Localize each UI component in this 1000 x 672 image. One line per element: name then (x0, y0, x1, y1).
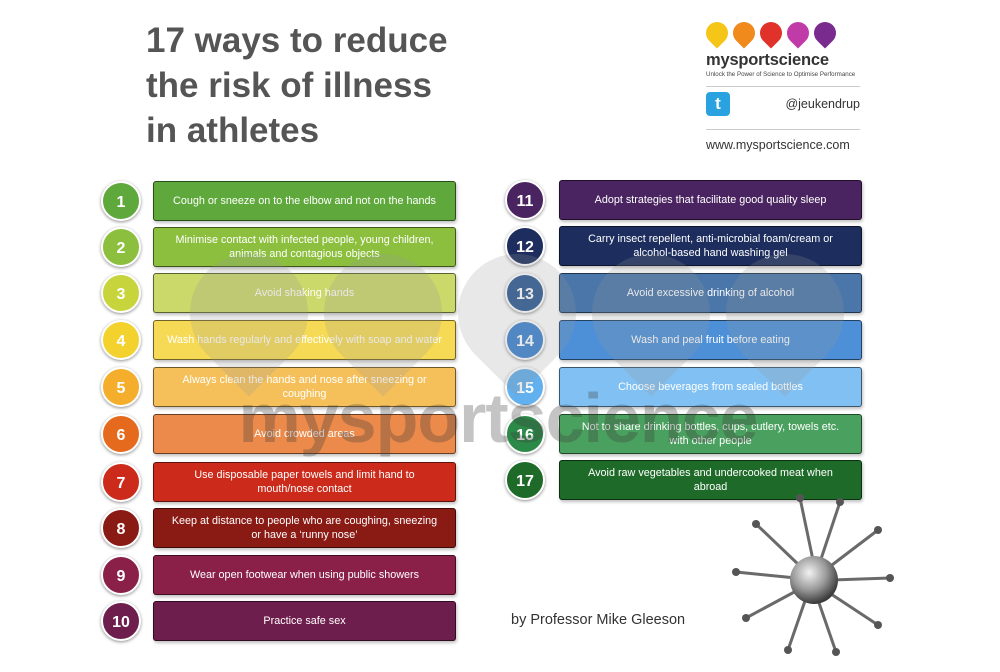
tip-row: 8 Keep at distance to people who are coug… (0, 508, 1000, 548)
tip-text-bar: Cough or sneeze on to the elbow and not … (153, 181, 456, 221)
tip-number-badge: 11 (505, 180, 545, 220)
tip-row: 16 Not to share drinking bottles, cups, c… (0, 414, 1000, 454)
page-title: 17 ways to reduce the risk of illness in… (146, 18, 566, 153)
tip-text-bar: Always clean the hands and nose after sn… (153, 367, 456, 407)
tip-text: Wear open footwear when using public sho… (189, 569, 420, 581)
tip-text-bar: Not to share drinking bottles, cups, cut… (559, 414, 862, 454)
tip-text-bar: Adopt strategies that facilitate good qu… (559, 180, 862, 220)
tip-text: Wash and peal fruit before eating (631, 334, 790, 346)
tip-row: 3 Avoid shaking hands (0, 273, 1000, 313)
tip-number-badge: 14 (505, 320, 545, 360)
tip-text-bar: Practice safe sex (153, 601, 456, 641)
tip-number-badge: 13 (505, 273, 545, 313)
title-line-2: the risk of illness (146, 66, 432, 105)
tip-row: 17 Avoid raw vegetables and undercooked m… (0, 460, 1000, 500)
tip-text: Cough or sneeze on to the elbow and not … (173, 195, 436, 207)
tip-row: 15 Choose beverages from sealed bottles (0, 367, 1000, 407)
title-line-1: 17 ways to reduce (146, 21, 448, 60)
tip-number-badge: 5 (101, 367, 141, 407)
brand-block: mysportscience Unlock the Power of Scien… (701, 17, 860, 152)
brand-name: mysportscience (706, 51, 829, 69)
tip-text: Minimise contact with infected people, y… (175, 234, 434, 260)
tip-row: 5 Always clean the hands and nose after s… (0, 367, 1000, 407)
tip-text: Avoid excessive drinking of alcohol (626, 287, 795, 299)
title-line-3: in athletes (146, 111, 320, 150)
tip-row: 6 Avoid crowded areas (0, 414, 1000, 454)
tip-text: Avoid crowded areas (254, 428, 355, 440)
tip-number-badge: 10 (101, 601, 141, 641)
brand-tagline: Unlock the Power of Science to Optimise … (706, 71, 856, 78)
tip-number-badge: 3 (101, 273, 141, 313)
tip-row: 11 Adopt strategies that facilitate good … (0, 180, 1000, 220)
brand-drop-2 (728, 17, 760, 49)
tip-row: 2 Minimise contact with infected people, … (0, 227, 1000, 267)
tip-row: 4 Wash hands regularly and effectively wi… (0, 320, 1000, 360)
tip-number-badge: 9 (101, 555, 141, 595)
tip-number-badge: 15 (505, 367, 545, 407)
twitter-handle[interactable]: @jeukendrup (785, 97, 860, 111)
author-credit: by Professor Mike Gleeson (511, 612, 686, 628)
tip-text-bar: Choose beverages from sealed bottles (559, 367, 862, 407)
tip-number-badge: 6 (101, 414, 141, 454)
tip-number-badge: 4 (101, 320, 141, 360)
tip-text-bar: Avoid crowded areas (153, 414, 456, 454)
tip-text: Avoid shaking hands (254, 287, 355, 299)
tip-row: 13 Avoid excessive drinking of alcohol (0, 273, 1000, 313)
tip-row: 7 Use disposable paper towels and limit h… (0, 462, 1000, 502)
tip-row: 9 Wear open footwear when using public sh… (0, 555, 1000, 595)
tip-text-bar: Wear open footwear when using public sho… (153, 555, 456, 595)
tip-text: Use disposable paper towels and limit ha… (194, 469, 415, 495)
tip-text: Adopt strategies that facilitate good qu… (594, 194, 827, 206)
tip-text: Always clean the hands and nose after sn… (182, 374, 427, 400)
brand-social: t @jeukendrup (706, 87, 860, 121)
tip-number-badge: 2 (101, 227, 141, 267)
tip-row: 14 Wash and peal fruit before eating (0, 320, 1000, 360)
tip-text-bar: Wash hands regularly and effectively wit… (153, 320, 456, 360)
tip-number-badge: 16 (505, 414, 545, 454)
tip-row: 1 Cough or sneeze on to the elbow and not… (0, 181, 1000, 221)
tip-text-bar: Keep at distance to people who are cough… (153, 508, 456, 548)
tip-text-bar: Avoid shaking hands (153, 273, 456, 313)
tip-text: Wash hands regularly and effectively wit… (167, 334, 442, 346)
tip-text: Keep at distance to people who are cough… (171, 515, 438, 541)
brand-drop-1 (701, 17, 733, 49)
tip-text-bar: Carry insect repellent, anti-microbial f… (559, 226, 862, 266)
tip-text-bar: Minimise contact with infected people, y… (153, 227, 456, 267)
tip-text-bar: Avoid raw vegetables and undercooked mea… (559, 460, 862, 500)
tip-number-badge: 7 (101, 462, 141, 502)
brand-drop-3 (755, 17, 787, 49)
brand-logo-drops (701, 17, 860, 49)
brand-divider-2 (706, 129, 860, 130)
tip-row: 12 Carry insect repellent, anti-microbial… (0, 226, 1000, 266)
tip-number-badge: 8 (101, 508, 141, 548)
tip-text-bar: Wash and peal fruit before eating (559, 320, 862, 360)
brand-divider (706, 86, 860, 87)
tip-text: Not to share drinking bottles, cups, cut… (581, 421, 840, 447)
tip-text: Practice safe sex (263, 615, 346, 627)
virus-illustration-icon (732, 494, 894, 656)
tip-row: 10 Practice safe sex (0, 601, 1000, 641)
brand-drop-5 (809, 17, 841, 49)
tip-text-bar: Avoid excessive drinking of alcohol (559, 273, 862, 313)
tip-text: Carry insect repellent, anti-microbial f… (588, 233, 833, 259)
tip-number-badge: 1 (101, 181, 141, 221)
brand-drop-4 (782, 17, 814, 49)
tip-number-badge: 17 (505, 460, 545, 500)
brand-url[interactable]: www.mysportscience.com (706, 138, 850, 152)
tip-text: Avoid raw vegetables and undercooked mea… (588, 467, 833, 493)
tip-number-badge: 12 (505, 226, 545, 266)
tip-text: Choose beverages from sealed bottles (618, 381, 803, 393)
twitter-bird-icon[interactable]: t (706, 92, 730, 116)
tip-text-bar: Use disposable paper towels and limit ha… (153, 462, 456, 502)
